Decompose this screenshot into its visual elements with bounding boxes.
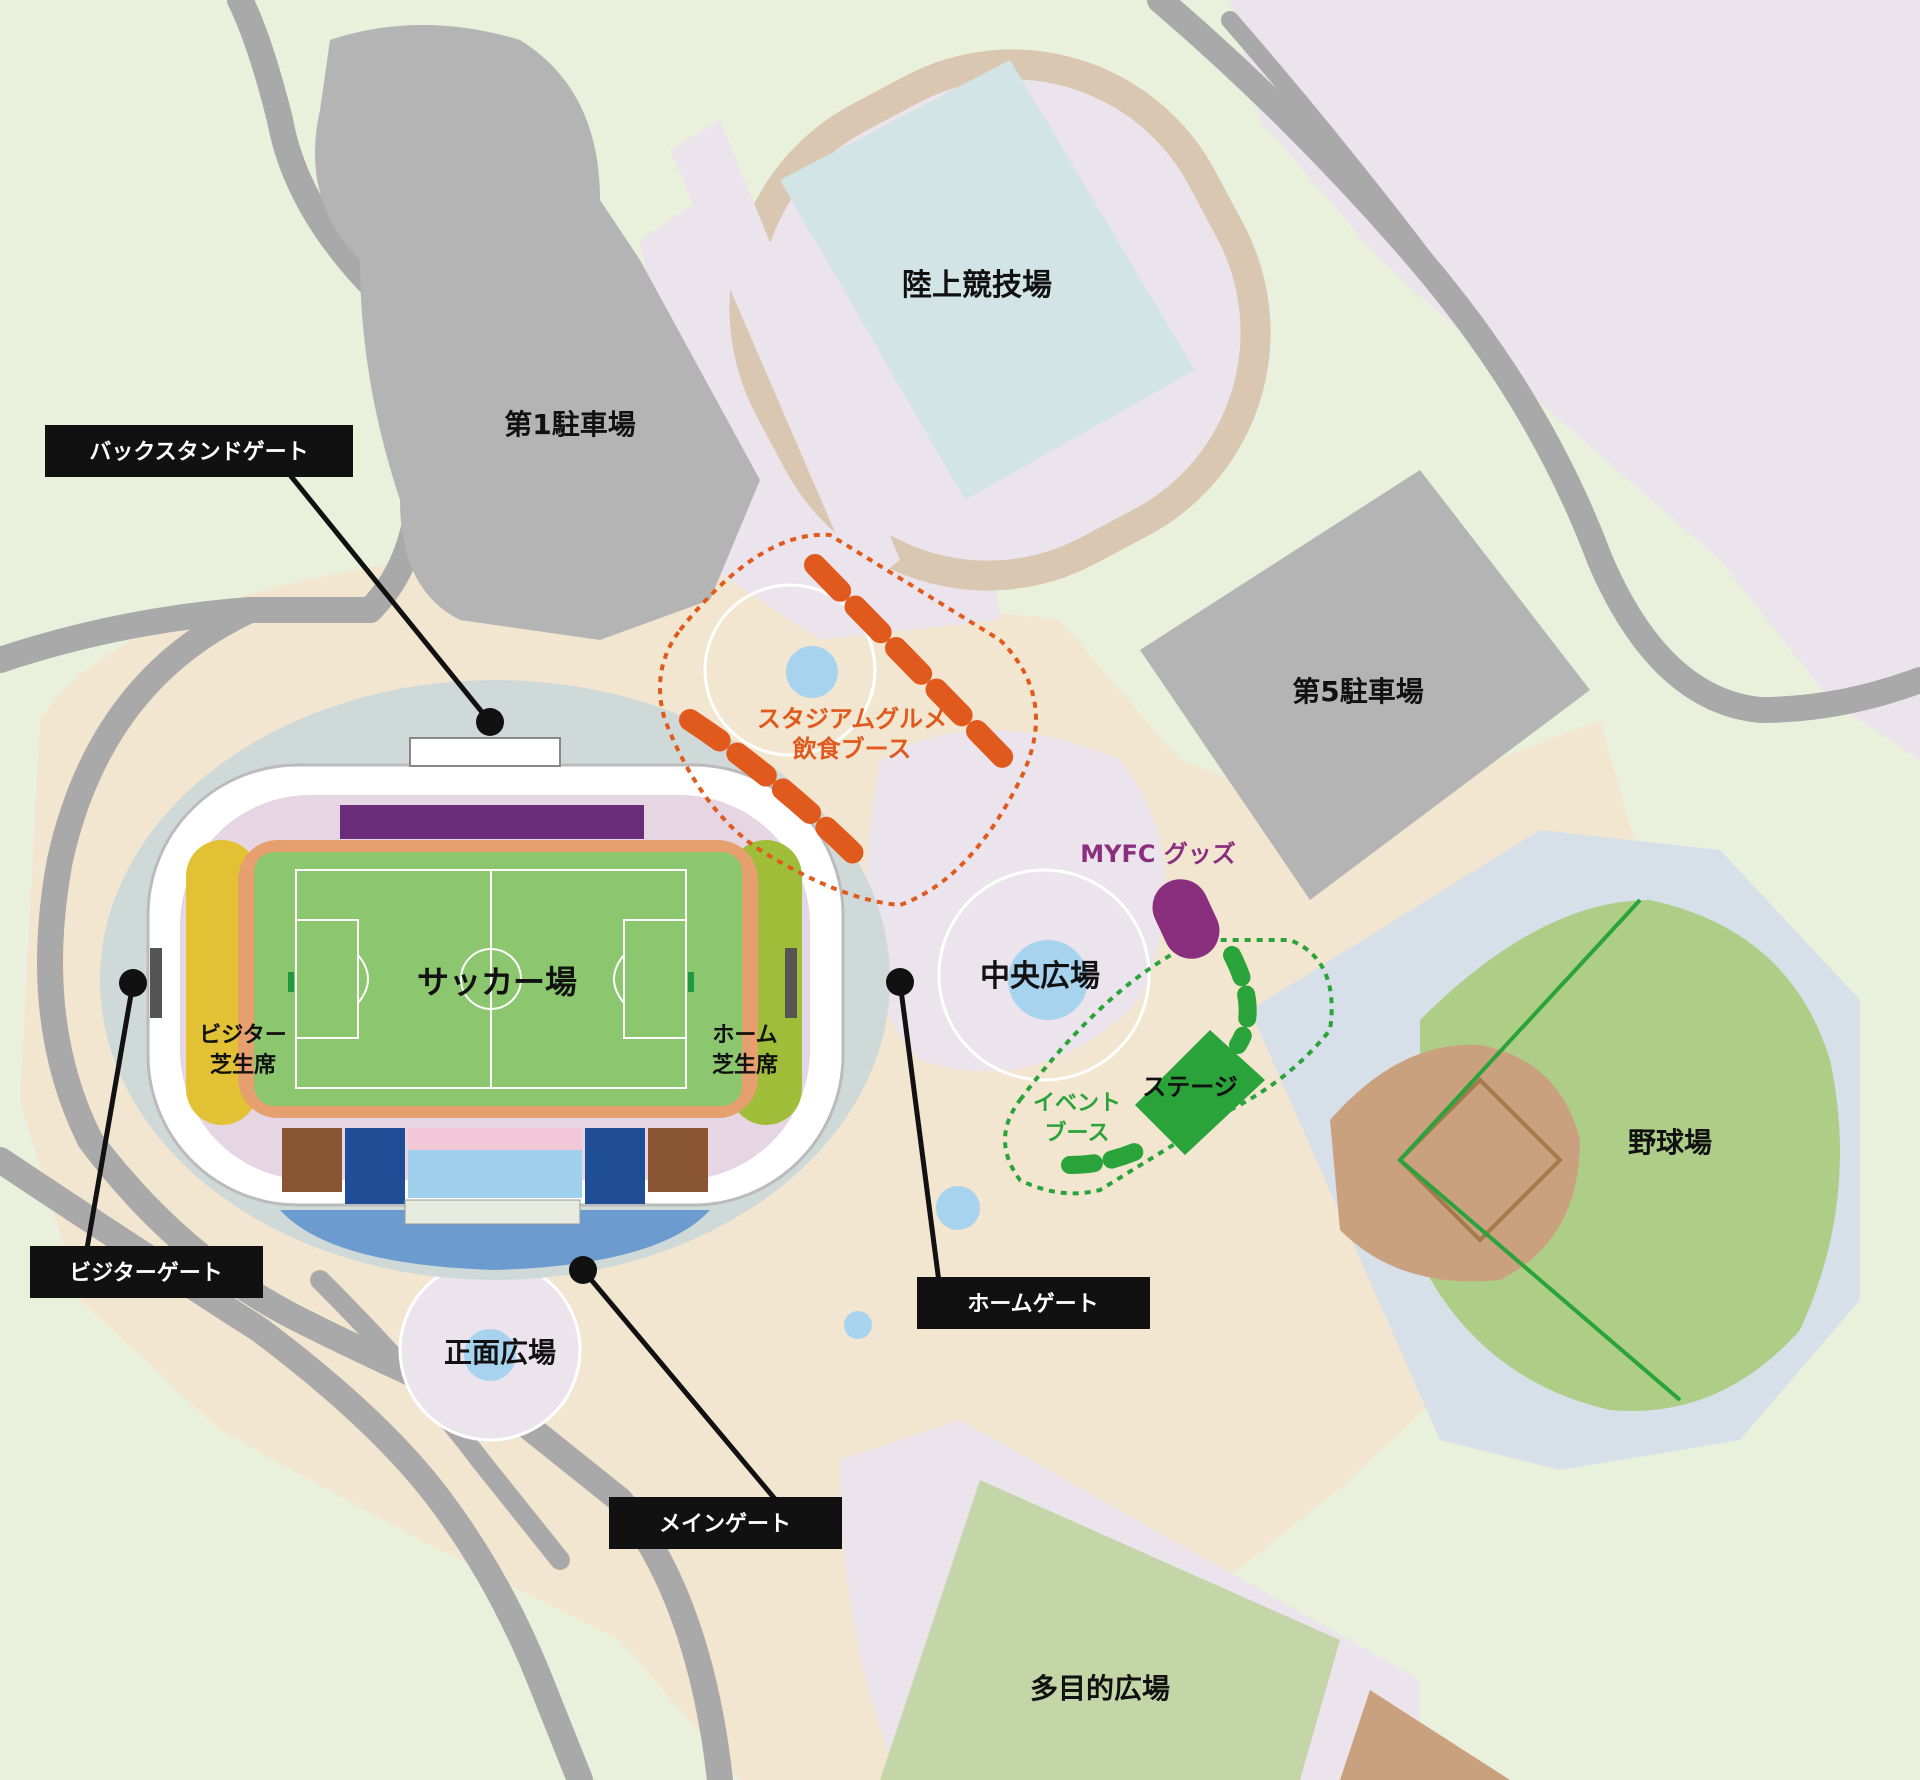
gourmet-booths-lower bbox=[679, 709, 871, 871]
main-pointer bbox=[581, 1268, 782, 1507]
goal-right bbox=[688, 972, 694, 992]
parking5-label: 第5駐車場 bbox=[1292, 675, 1423, 708]
gourmet-booths-upper bbox=[804, 554, 1026, 781]
residential-area bbox=[1230, 0, 1920, 760]
penalty-box-left bbox=[295, 919, 359, 1039]
backstand-gate-label: バックスタンドゲート bbox=[89, 440, 308, 465]
home-gate-dot[interactable] bbox=[886, 968, 914, 996]
visitor-pointer bbox=[82, 982, 136, 1261]
baseball-diamond bbox=[1397, 1077, 1563, 1243]
visitor-gate-dot[interactable] bbox=[119, 969, 147, 997]
stand-back-upper bbox=[340, 805, 644, 839]
baseball-outfield bbox=[1420, 900, 1840, 1411]
central-fountain bbox=[1008, 940, 1088, 1020]
event-booths-lower bbox=[1061, 1136, 1159, 1174]
baseball-label: 野球場 bbox=[1628, 1126, 1712, 1159]
backstand-gate-box[interactable] bbox=[45, 425, 353, 477]
multipurpose-label: 多目的広場 bbox=[1030, 1672, 1170, 1705]
soccer-pitch bbox=[254, 852, 742, 1106]
penalty-box-right bbox=[623, 919, 687, 1039]
central-plaza-ring bbox=[937, 868, 1151, 1082]
pitch-center-circle bbox=[460, 948, 522, 1010]
penalty-arc-left bbox=[357, 954, 369, 1004]
main-stand-seats-right bbox=[648, 1128, 708, 1192]
baseball-infield bbox=[1330, 1044, 1580, 1282]
main-stand-seats-left bbox=[282, 1128, 342, 1192]
parking-5-area bbox=[1140, 470, 1590, 900]
pitch-lines bbox=[295, 869, 687, 1089]
soccer-label: サッカー場 bbox=[417, 963, 577, 1001]
myfc-goods-label: MYFC グッズ bbox=[1080, 840, 1236, 868]
event-booths-path bbox=[1223, 946, 1257, 1054]
visitor-gate-box[interactable] bbox=[30, 1246, 263, 1298]
stage-label: ステージ bbox=[1142, 1073, 1238, 1101]
main-gate-label: メインゲート bbox=[659, 1512, 791, 1537]
main-gate-dot[interactable] bbox=[569, 1256, 597, 1284]
small-fountain-2 bbox=[844, 1311, 872, 1339]
road-east-inner bbox=[1221, 11, 1609, 569]
gourmet-plaza-ring bbox=[703, 583, 877, 757]
penalty-arc-right bbox=[613, 954, 625, 1004]
multipurpose-field-2 bbox=[1340, 1690, 1510, 1780]
main-stand-outer bbox=[280, 1210, 710, 1270]
event-booth-label-1: イベント bbox=[1033, 1091, 1121, 1116]
gourmet-label-1: スタジアムグルメ bbox=[757, 705, 947, 733]
home-lawn-label-1: ホーム bbox=[712, 1023, 777, 1048]
main-stand-seats-left-blue bbox=[345, 1128, 405, 1204]
gourmet-fountain bbox=[786, 646, 838, 698]
central-plaza-label: 中央広場 bbox=[980, 959, 1100, 994]
main-stand-box bbox=[404, 1199, 581, 1225]
gourmet-zone bbox=[658, 532, 1038, 908]
visitor-gate-label: ビジターゲート bbox=[69, 1261, 223, 1286]
plaza-area-central bbox=[866, 730, 1166, 1072]
athletics-label: 陸上競技場 bbox=[902, 268, 1052, 303]
back-stand-gate-structure bbox=[409, 737, 561, 767]
front-fountain bbox=[464, 1329, 516, 1381]
event-booth-label-2: ブース bbox=[1045, 1120, 1110, 1146]
visitor-gate-bar bbox=[150, 948, 162, 1018]
event-zone-outline bbox=[1003, 938, 1334, 1196]
home-gate-bar bbox=[785, 948, 797, 1018]
home-lawn-label-2: 芝生席 bbox=[712, 1052, 778, 1078]
road-southwest bbox=[0, 1147, 593, 1780]
event-zone bbox=[1003, 879, 1334, 1196]
goal-left bbox=[288, 972, 294, 992]
home-gate-box[interactable] bbox=[917, 1277, 1150, 1329]
baseball-foul-lines bbox=[1397, 898, 1682, 1402]
backstand-pointer bbox=[288, 473, 492, 724]
gate-pointers bbox=[82, 473, 943, 1507]
visitor-lawn-label-1: ビジター bbox=[199, 1023, 287, 1048]
home-pointer bbox=[897, 981, 943, 1291]
parking1-label: 第1駐車場 bbox=[504, 408, 635, 441]
main-stand-seats-right-blue bbox=[585, 1128, 645, 1204]
gourmet-zone-outline bbox=[658, 532, 1038, 908]
athletics-field bbox=[780, 60, 1195, 500]
gourmet-label-2: 飲食ブース bbox=[792, 735, 912, 763]
small-fountain-1 bbox=[936, 1186, 980, 1230]
baseball-stadium bbox=[1250, 830, 1860, 1470]
home-gate-label: ホームゲート bbox=[967, 1292, 1098, 1317]
multipurpose-field bbox=[880, 1480, 1340, 1780]
soccer-stadium bbox=[100, 680, 890, 1280]
front-plaza-label: 正面広場 bbox=[444, 1336, 556, 1369]
athletics-stadium bbox=[670, 49, 1271, 591]
main-stand-seats-pink bbox=[408, 1128, 582, 1150]
parking-1-area bbox=[315, 25, 760, 640]
event-stage bbox=[1135, 1030, 1265, 1155]
main-gate-box[interactable] bbox=[609, 1497, 842, 1549]
athletics-stand bbox=[670, 120, 900, 590]
visitor-lawn-label-2: 芝生席 bbox=[210, 1052, 276, 1078]
backstand-gate-dot[interactable] bbox=[476, 708, 504, 736]
myfc-goods-booth bbox=[1152, 879, 1220, 959]
